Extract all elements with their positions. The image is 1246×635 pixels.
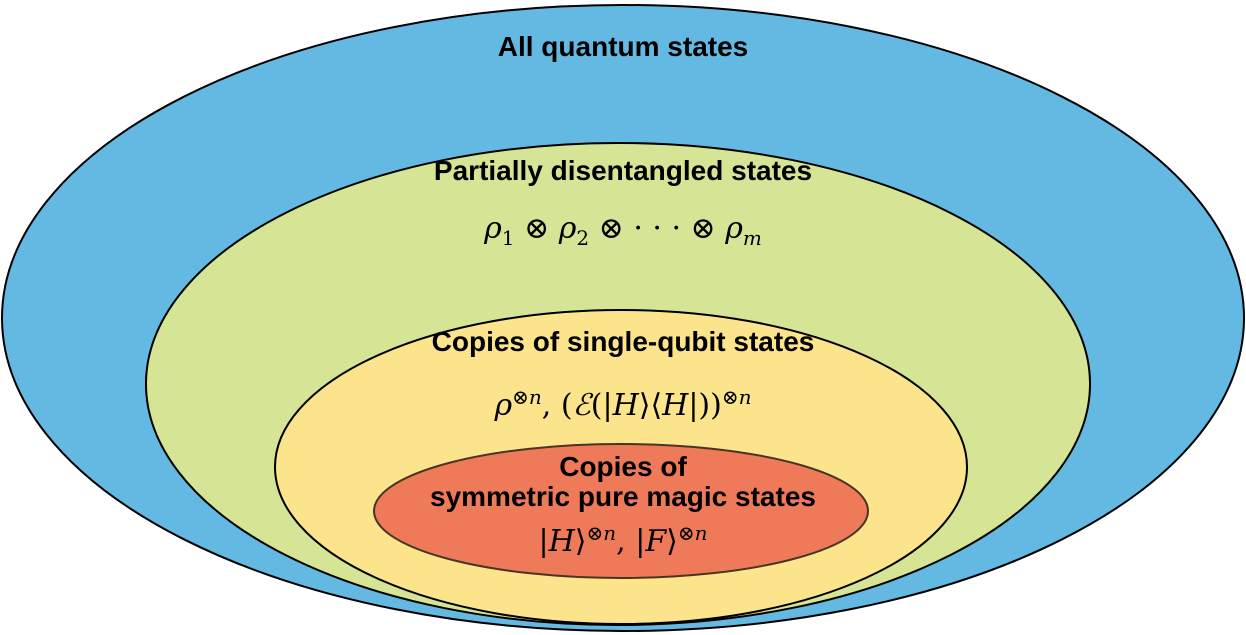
magic-states-region (373, 443, 869, 579)
